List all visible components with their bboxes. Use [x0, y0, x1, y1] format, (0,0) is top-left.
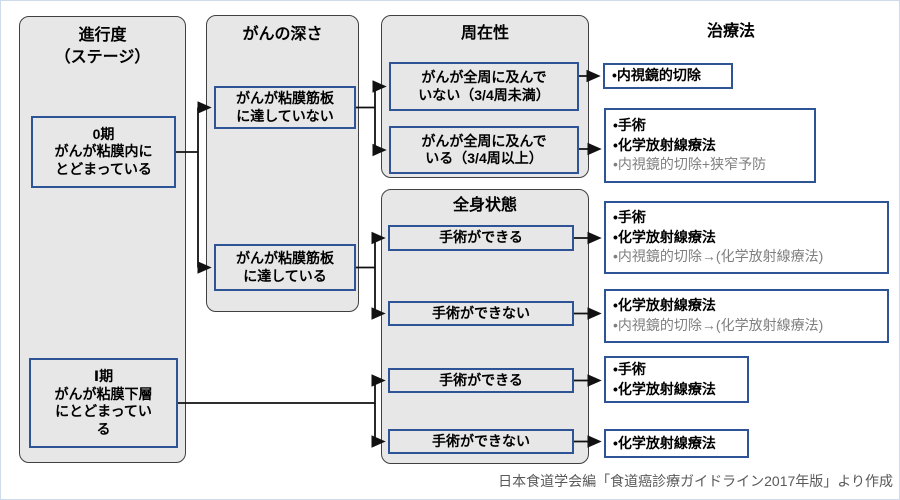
treatment-item: •手術: [613, 116, 646, 133]
treatment-box-4: •化学放射線療法 •内視鏡的切除→(化学放射線療法): [604, 289, 889, 343]
node-stage0: 0期 がんが粘膜内に とどまっている: [31, 116, 176, 188]
treatment-item-secondary: •内視鏡的切除→(化学放射線療法): [613, 317, 824, 333]
node-depth-not-reached: がんが粘膜筋板 に達していない: [214, 86, 356, 129]
source-caption: 日本食道学会編「食道癌診療ガイドライン2017年版」より作成: [498, 473, 893, 489]
treatment-item-secondary: •内視鏡的切除+狭窄予防: [613, 156, 767, 173]
header-depth: がんの深さ: [242, 26, 323, 43]
node-depth-reached: がんが粘膜筋板 に達している: [214, 244, 356, 291]
treatment-box-3: •手術 •化学放射線療法 •内視鏡的切除→(化学放射線療法): [604, 201, 889, 274]
header-treatment: 治療法: [706, 23, 755, 40]
treatment-box-6: •化学放射線療法: [604, 429, 749, 458]
treatment-item: •手術: [613, 208, 646, 225]
node-stage1: Ⅰ期 がんが粘膜下層 にとどまってい る: [29, 358, 178, 448]
treatment-item: •化学放射線療法: [613, 297, 716, 314]
treatment-item: •手術: [613, 360, 646, 377]
header-condition: 全身状態: [452, 197, 517, 214]
treatment-item: •内視鏡的切除: [612, 67, 701, 84]
treatment-item: •化学放射線療法: [613, 136, 716, 153]
treatment-box-1: •内視鏡的切除: [603, 63, 733, 89]
node-circ-full: がんが全周に及んで いる（3/4周以上）: [389, 126, 579, 174]
node-circ-not-full: がんが全周に及んで いない（3/4周未満）: [389, 62, 579, 111]
node-operable-1: 手術ができる: [388, 225, 574, 251]
header-circumference: 周在性: [460, 25, 509, 42]
treatment-item-secondary: •内視鏡的切除→(化学放射線療法): [613, 248, 824, 265]
treatment-box-2: •手術 •化学放射線療法 •内視鏡的切除+狭窄予防: [604, 108, 816, 183]
node-operable-2: 手術ができる: [388, 368, 574, 393]
node-inoperable-1: 手術ができない: [388, 301, 574, 326]
header-stage: 進行度 （ステージ）: [54, 27, 151, 66]
node-inoperable-2: 手術ができない: [388, 429, 574, 454]
treatment-item: •化学放射線療法: [613, 434, 716, 451]
treatment-item: •化学放射線療法: [613, 380, 716, 397]
treatment-box-5: •手術 •化学放射線療法: [604, 356, 749, 403]
treatment-item: •化学放射線療法: [613, 228, 716, 245]
